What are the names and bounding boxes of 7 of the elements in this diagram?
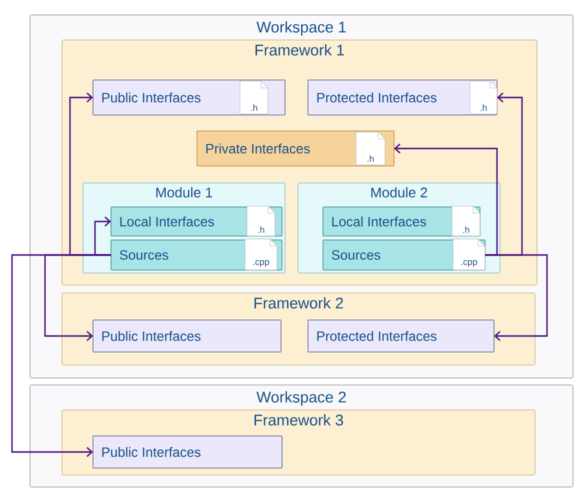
interface-box: Public Interfaces [92, 320, 282, 352]
arrow [94, 216, 111, 256]
arrow [394, 143, 498, 256]
arrow [11, 254, 111, 458]
interface-box: Protected Interfaces [308, 320, 494, 352]
arrow [485, 254, 548, 342]
interface-box: Public Interfaces [92, 436, 282, 468]
